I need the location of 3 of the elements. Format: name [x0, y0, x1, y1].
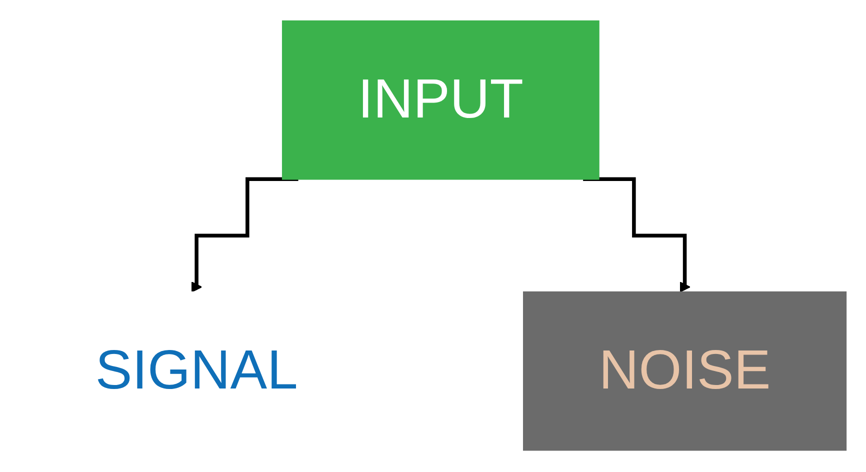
node-box: NOISE — [523, 292, 847, 452]
node-text: SIGNAL — [95, 340, 298, 402]
node-box: INPUT — [282, 20, 600, 180]
